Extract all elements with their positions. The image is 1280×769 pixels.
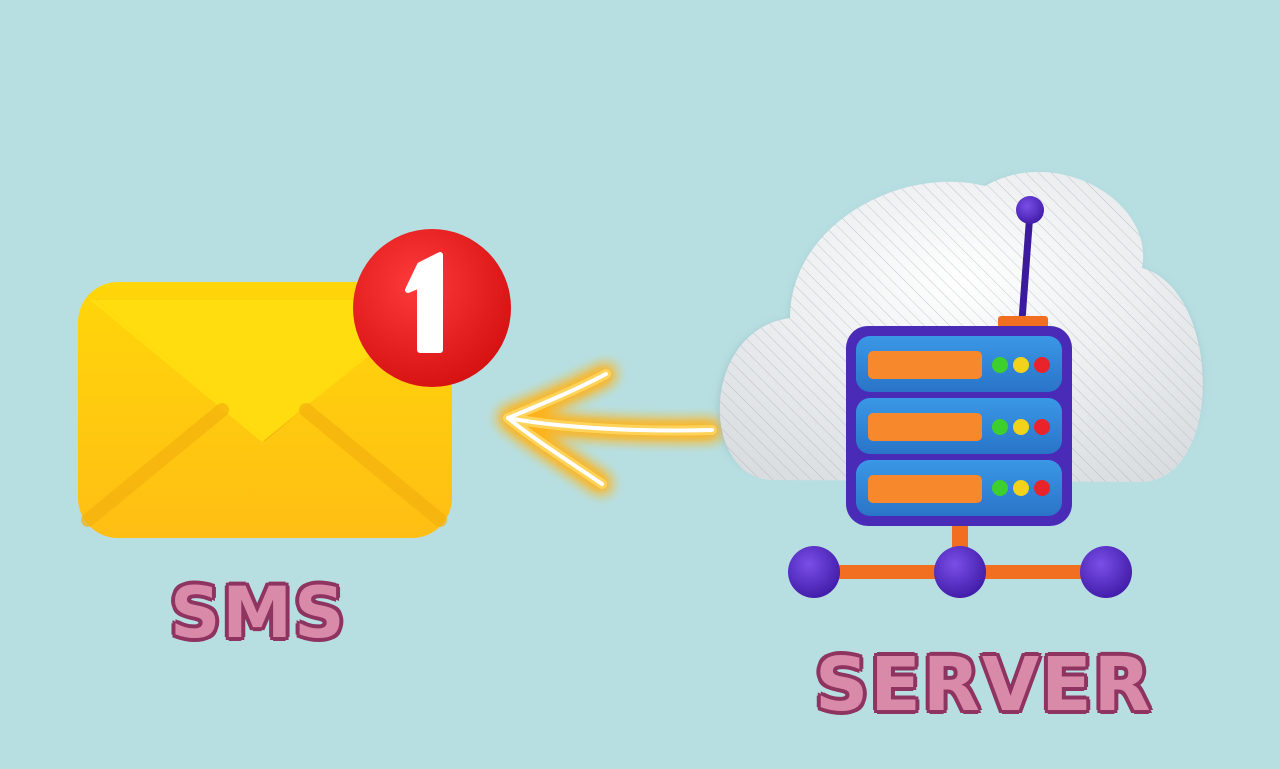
notification-badge: [353, 229, 511, 387]
sms-label: SMS: [170, 572, 347, 654]
server-label: SERVER: [815, 642, 1153, 728]
envelope-icon: [78, 282, 452, 538]
server-rack-icon: [846, 196, 1072, 526]
network-nodes-icon: [788, 526, 1132, 598]
arrow-left-icon: [500, 366, 720, 492]
